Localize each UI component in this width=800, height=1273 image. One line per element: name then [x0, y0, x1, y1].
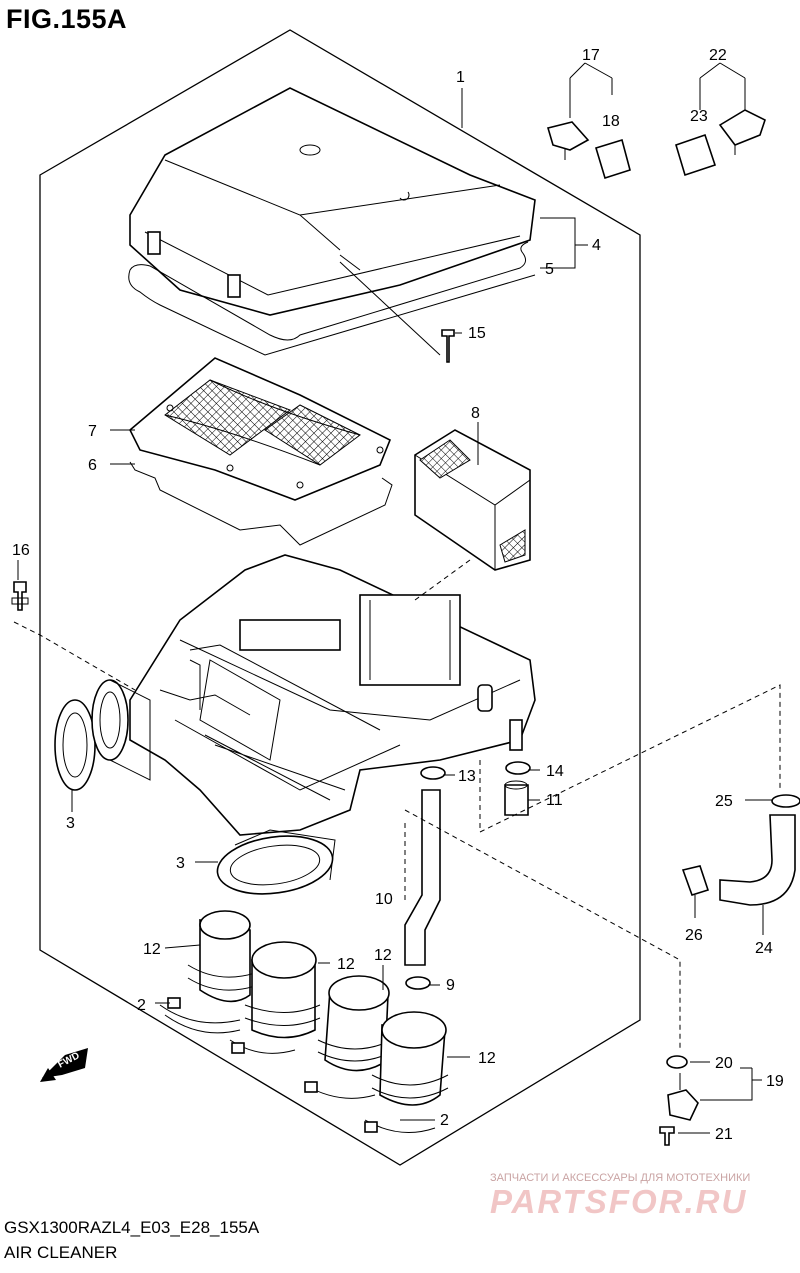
callout-1: 1: [456, 69, 465, 86]
callout-3b: 3: [176, 855, 185, 872]
callout-12d: 12: [478, 1050, 496, 1067]
section-name: AIR CLEANER: [4, 1243, 118, 1262]
callout-12b: 12: [337, 956, 355, 973]
callout-10: 10: [375, 891, 393, 908]
intake-duct-front: [216, 829, 336, 895]
figure-title: FIG.155A: [6, 4, 128, 34]
throttle-joint-4: [364, 1011, 449, 1133]
watermark-tagline: ЗАПЧАСТИ И АКСЕССУАРЫ ДЛЯ МОТОТЕХНИКИ: [490, 1172, 751, 1184]
callout-2a: 2: [137, 997, 146, 1014]
air-cleaner-cap: [129, 87, 536, 316]
callout-23: 23: [690, 108, 708, 125]
screw-15: [441, 329, 455, 363]
cap-gasket: [128, 241, 536, 356]
callout-16: 16: [12, 542, 30, 559]
o-ring-20: [666, 1055, 688, 1069]
hose-clamp-9: [405, 976, 431, 990]
callout-26: 26: [685, 927, 703, 944]
callout-4: 4: [592, 237, 601, 254]
sensor-17: [546, 121, 590, 160]
hose-clamp-14: [505, 761, 531, 775]
hose-clamp-13: [420, 766, 446, 780]
breather-hose: [404, 789, 441, 966]
callout-22: 22: [709, 47, 727, 64]
hose-clamp-25: [771, 794, 800, 808]
leader-lines: [13, 62, 781, 1134]
callout-13: 13: [458, 768, 476, 785]
callout-15: 15: [468, 325, 486, 342]
throttle-joint-1: [159, 910, 259, 1034]
callout-12c: 12: [374, 947, 392, 964]
callout-24: 24: [755, 940, 773, 957]
boot-18: [595, 138, 631, 180]
callout-5: 5: [545, 261, 554, 278]
sensor-22: [718, 109, 766, 155]
callout-17: 17: [582, 47, 600, 64]
callout-2b: 2: [440, 1112, 449, 1129]
callout-18: 18: [602, 113, 620, 130]
assembly-boundary: [39, 29, 641, 1166]
fwd-badge: FWD: [40, 1048, 88, 1082]
callout-12a: 12: [143, 941, 161, 958]
callout-9: 9: [446, 977, 455, 994]
clamp-26: [681, 865, 710, 896]
callout-19: 19: [766, 1073, 784, 1090]
callout-21: 21: [715, 1126, 733, 1143]
drain-valve-19: [667, 1089, 699, 1121]
callout-6: 6: [88, 457, 97, 474]
air-cleaner-housing: [129, 554, 536, 836]
forward-arrow-icon: [40, 1068, 56, 1082]
element-frame: [129, 357, 392, 501]
callout-labels: 1 2 2 3 3 4 5 6 7 8 9 10 11 12 12 12 12 …: [12, 47, 784, 1143]
boot-23: [675, 133, 717, 177]
callout-7: 7: [88, 423, 97, 440]
element-gasket: [129, 461, 393, 546]
throttle-joint-2: [229, 941, 321, 1054]
callout-25: 25: [715, 793, 733, 810]
model-code: GSX1300RAZL4_E03_E28_155A: [4, 1218, 260, 1237]
intake-duct-left: [54, 679, 151, 791]
callout-14: 14: [546, 763, 564, 780]
drain-cap-11: [504, 784, 529, 816]
filter-element: [414, 429, 531, 571]
screw-21: [659, 1126, 675, 1146]
callout-20: 20: [715, 1055, 733, 1072]
callout-8: 8: [471, 405, 480, 422]
callout-3a: 3: [66, 815, 75, 832]
bolt-16: [13, 581, 27, 611]
callout-11: 11: [546, 792, 563, 809]
watermark-logo: PARTSFOR.RU: [490, 1183, 748, 1220]
throttle-joint-3: [304, 975, 393, 1099]
pcv-hose-24: [719, 814, 796, 906]
